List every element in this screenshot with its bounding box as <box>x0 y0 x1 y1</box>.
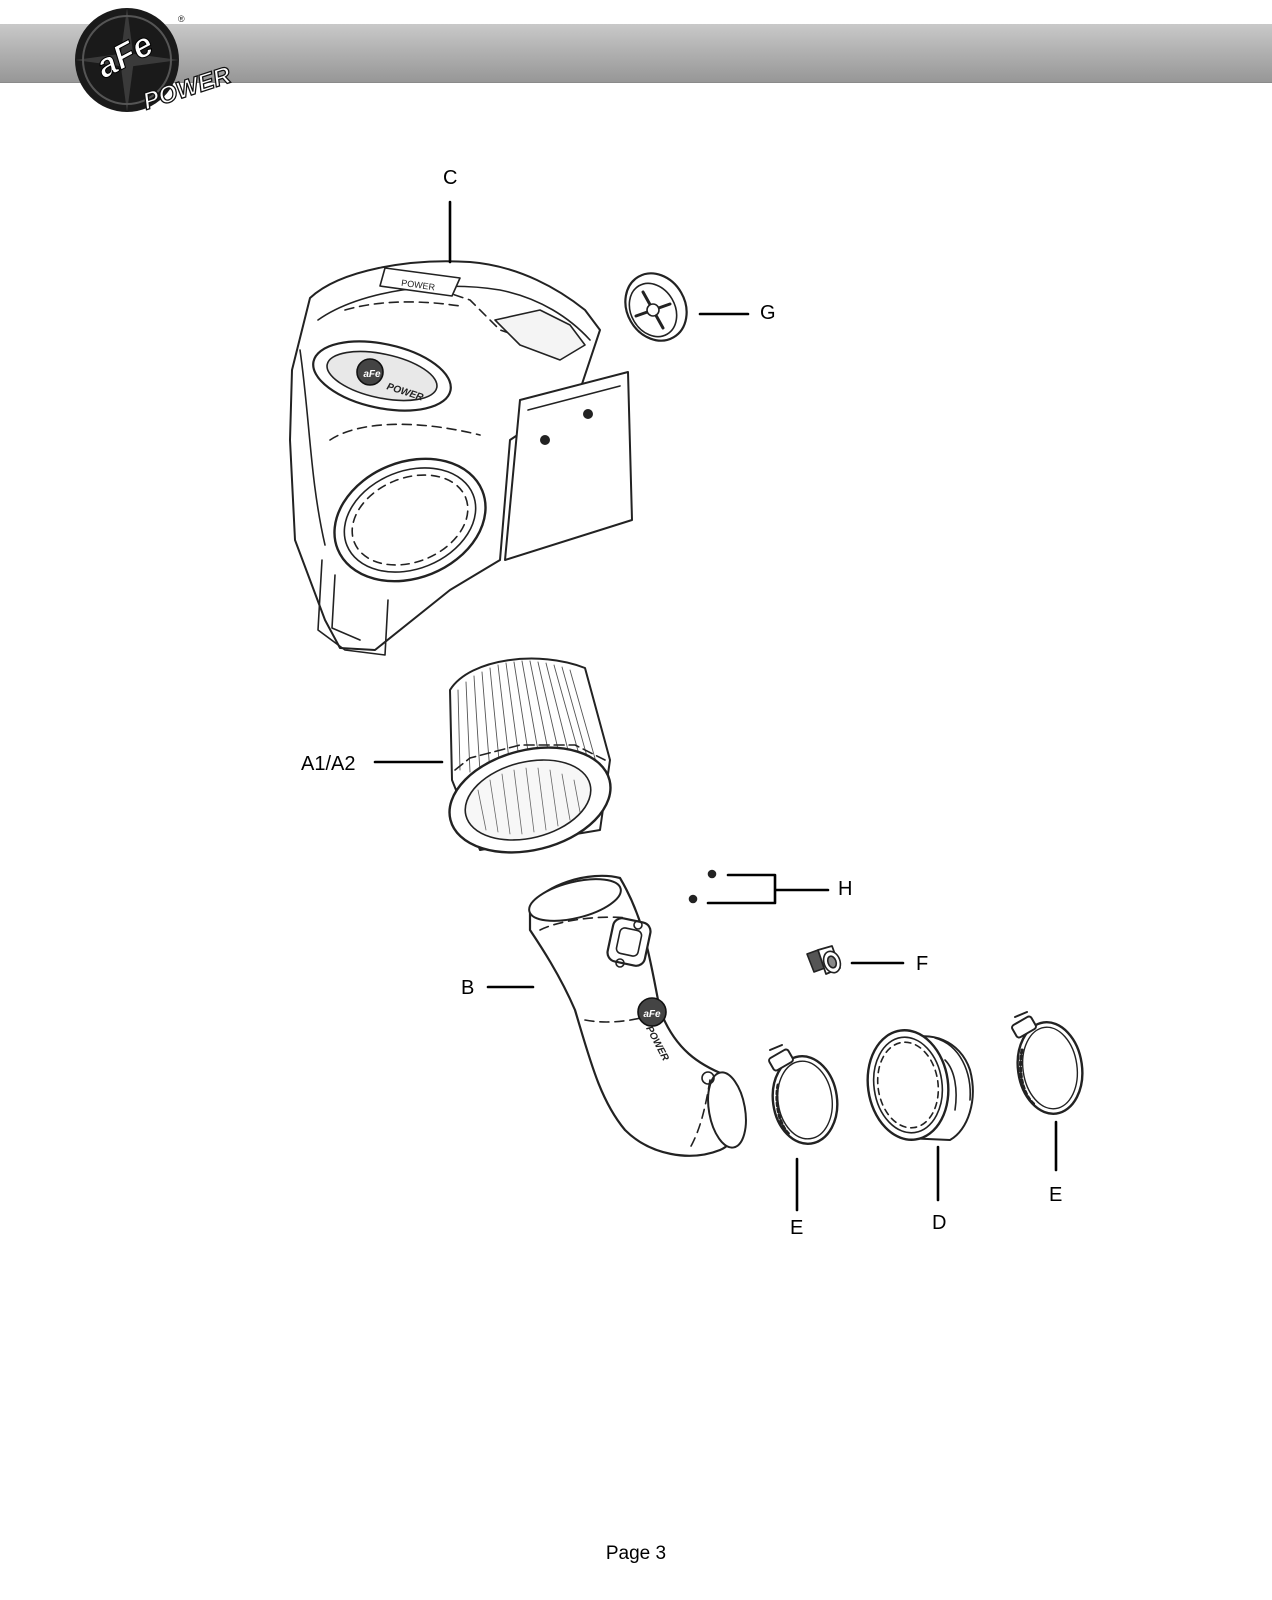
callout-a1-a2: A1/A2 <box>301 753 356 775</box>
leader-lines <box>373 200 1058 1212</box>
intake-tube-part-b: aFe POWER <box>528 874 747 1157</box>
fitting-part-f <box>806 945 842 975</box>
callout-e-right: E <box>1049 1184 1063 1206</box>
header-bar <box>0 24 1272 83</box>
housing-top-badge-text: POWER <box>401 278 437 293</box>
callout-b: B <box>461 977 475 999</box>
tube-logo-text: aFe <box>643 1009 661 1020</box>
hose-clamp-right-part-e <box>1011 1011 1084 1115</box>
page-number: Page 3 <box>605 1543 667 1564</box>
registered-mark: ® <box>178 14 185 24</box>
callout-c: C <box>443 167 458 189</box>
air-filter-part-a <box>448 657 612 854</box>
coupler-part-d <box>866 1029 974 1141</box>
housing-badge-text: aFe <box>363 369 381 380</box>
hose-clamp-left-part-e <box>768 1044 839 1145</box>
callout-f: F <box>916 953 929 975</box>
grommet-part-g <box>624 272 688 342</box>
callout-d: D <box>932 1212 947 1234</box>
intake-housing-part-c: POWER aFe POWER <box>289 260 633 656</box>
callout-h: H <box>838 878 853 900</box>
callout-g: G <box>760 302 776 324</box>
leader-h <box>706 873 830 905</box>
callout-e-left: E <box>790 1217 804 1239</box>
screws-part-h <box>688 869 717 904</box>
afe-power-logo: aFe POWER ® <box>75 8 235 116</box>
